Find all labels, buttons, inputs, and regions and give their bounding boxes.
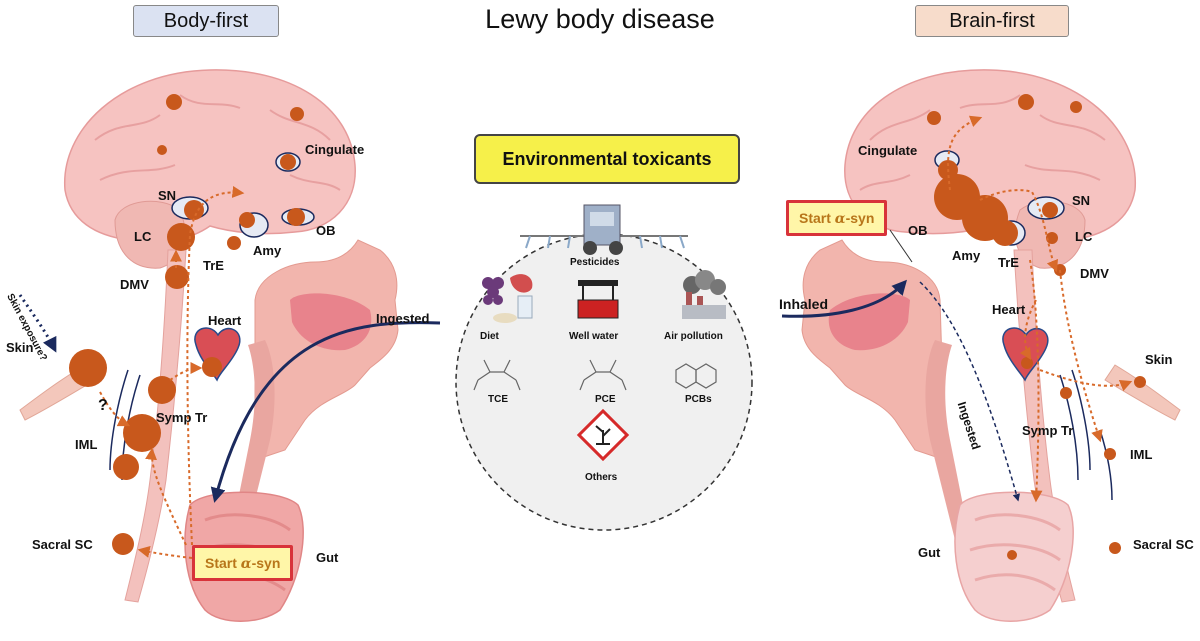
right-label-lc: LC: [1075, 229, 1093, 244]
left-label-sacral-sc: Sacral SC: [32, 537, 93, 552]
air-pollution-icon: [682, 270, 726, 319]
right-label-gut: Gut: [918, 545, 941, 560]
right-label-amy: Amy: [952, 248, 981, 263]
left-label-question: ?: [98, 397, 108, 414]
brain-first-heading: Brain-first: [915, 5, 1069, 37]
right-label-sacral-sc: Sacral SC: [1133, 537, 1194, 552]
right-oral-cavity: [828, 293, 910, 351]
left-head-profile: [254, 239, 399, 461]
left-label-tre: TrE: [203, 258, 224, 273]
right-label-skin: Skin: [1145, 352, 1173, 367]
body-first-heading: Body-first: [133, 5, 279, 37]
left-label-amy: Amy: [253, 243, 282, 258]
toxicant-tce: TCE: [488, 394, 508, 405]
toxicant-pesticides: Pesticides: [570, 257, 620, 268]
left-label-lc: LC: [134, 229, 152, 244]
environmental-toxicants-box: Environmental toxicants: [474, 134, 740, 184]
diet-icon: [482, 274, 533, 323]
right-label-tre: TrE: [998, 255, 1019, 270]
right-label-iml: IML: [1130, 447, 1153, 462]
left-label-heart: Heart: [208, 313, 242, 328]
right-throat: [925, 340, 970, 540]
figure-title: Lewy body disease: [485, 4, 715, 34]
right-label-sn: SN: [1072, 193, 1091, 208]
right-label-ob: OB: [908, 223, 928, 238]
toxicant-well-water: Well water: [569, 331, 619, 342]
right-label-cingulate: Cingulate: [858, 143, 918, 158]
right-start-alpha-syn: Start α-syn: [786, 200, 888, 236]
left-label-gut: Gut: [316, 550, 339, 565]
left-label-dmv: DMV: [120, 277, 149, 292]
left-start-alpha-syn: Start α-syn: [192, 545, 294, 581]
tce-structure: [473, 359, 521, 391]
right-label-dmv: DMV: [1080, 266, 1109, 281]
right-head-profile: [801, 239, 946, 461]
right-label-symp-tr: Symp Tr: [1022, 423, 1074, 438]
left-anatomy: [19, 69, 399, 622]
toxicant-others: Others: [585, 472, 618, 483]
hazard-icon: [576, 408, 630, 462]
left-label-ingested: Ingested: [376, 311, 430, 326]
left-label-sn: SN: [158, 188, 177, 203]
pce-structure: [579, 359, 627, 391]
pesticides-icon: [520, 204, 688, 255]
toxicant-air-pollution: Air pollution: [664, 331, 723, 342]
right-label-heart: Heart: [992, 302, 1026, 317]
left-label-ob: OB: [316, 223, 336, 238]
left-label-cingulate: Cingulate: [305, 142, 365, 157]
toxicant-diet: Diet: [480, 331, 499, 342]
right-skin-strip: [1104, 364, 1181, 421]
right-label-inhaled: Inhaled: [779, 296, 829, 312]
left-label-skin: Skin: [6, 340, 34, 355]
toxicant-pce: PCE: [595, 394, 616, 405]
toxicant-pcbs: PCBs: [685, 394, 712, 405]
well-water-icon: [577, 280, 619, 319]
left-label-symp-tr: Symp Tr: [156, 410, 208, 425]
right-anatomy: [801, 69, 1181, 622]
left-label-iml: IML: [75, 437, 98, 452]
left-oral-cavity: [290, 293, 372, 351]
